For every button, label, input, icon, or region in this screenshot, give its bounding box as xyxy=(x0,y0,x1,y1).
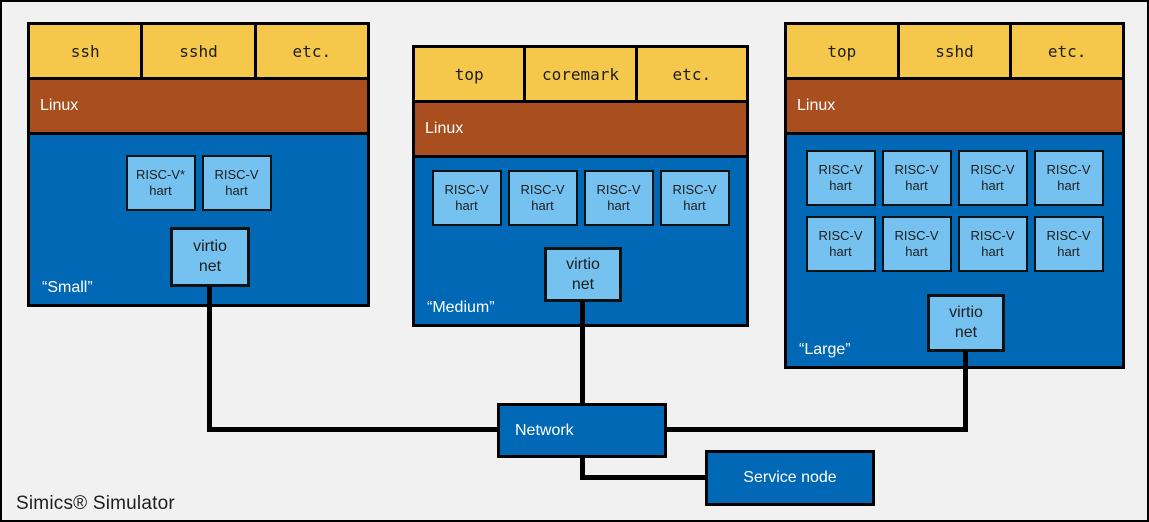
os-label: Linux xyxy=(40,97,79,114)
virtio-sublabel: net xyxy=(571,275,595,293)
virtio-net-box: virtio net xyxy=(927,294,1005,352)
hart-label: RISC-V* xyxy=(135,167,186,183)
virtio-net-box: virtio net xyxy=(170,227,250,287)
hart-sublabel: hart xyxy=(683,198,706,213)
hart-label: RISC-V xyxy=(894,228,939,244)
hart-label: RISC-V xyxy=(818,162,863,178)
hart-label: RISC-V xyxy=(818,228,863,244)
connector-line xyxy=(207,427,497,432)
connector-line xyxy=(963,351,968,432)
hart-label: RISC-V xyxy=(970,162,1015,178)
os-bar: Linux xyxy=(787,80,1122,132)
connector-line xyxy=(580,475,705,480)
connector-line xyxy=(207,286,212,432)
service-node-box: Service node xyxy=(705,450,875,506)
hart-sublabel: hart xyxy=(981,178,1004,193)
machine-name-label: “Large” xyxy=(799,341,851,358)
hart-sublabel: hart xyxy=(829,178,852,193)
network-label: Network xyxy=(515,421,574,439)
process-box-ssh: ssh xyxy=(30,25,141,77)
hart-sublabel: hart xyxy=(829,244,852,259)
hart-sublabel: hart xyxy=(149,183,172,198)
hart-label: RISC-V xyxy=(894,162,939,178)
diagram-title: Simics® Simulator xyxy=(16,493,175,514)
hart-sublabel: hart xyxy=(455,198,478,213)
hart-label: RISC-V xyxy=(596,182,641,198)
hart-sublabel: hart xyxy=(531,198,554,213)
os-bar: Linux xyxy=(415,103,746,155)
process-box-sshd: sshd xyxy=(143,25,254,77)
risc-v-hart-box: RISC-V*hart xyxy=(125,155,196,211)
os-label: Linux xyxy=(425,120,464,137)
hart-sublabel: hart xyxy=(905,178,928,193)
connector-line xyxy=(667,427,968,432)
process-box-sshd: sshd xyxy=(899,25,1010,77)
os-bar: Linux xyxy=(30,80,367,132)
process-box-top: top xyxy=(415,48,524,100)
hart-label: RISC-V xyxy=(672,182,717,198)
connector-line xyxy=(580,301,585,403)
hart-label: RISC-V xyxy=(520,182,565,198)
process-box-coremark: coremark xyxy=(526,48,635,100)
process-box-etc: etc. xyxy=(637,48,746,100)
virtio-net-box: virtio net xyxy=(544,247,622,302)
hart-label: RISC-V xyxy=(1046,228,1091,244)
virtio-sublabel: net xyxy=(198,258,222,275)
hart-sublabel: hart xyxy=(607,198,630,213)
process-box-top: top xyxy=(787,25,897,77)
hart-sublabel: hart xyxy=(905,244,928,259)
hart-label: RISC-V xyxy=(1046,162,1091,178)
hart-label: RISC-V xyxy=(970,228,1015,244)
hart-label: RISC-V xyxy=(444,182,489,198)
virtio-label: virtio xyxy=(566,255,600,273)
hart-label: RISC-V xyxy=(214,167,259,183)
connector-line xyxy=(580,458,585,480)
virtio-sublabel: net xyxy=(954,324,978,341)
network-box: Network xyxy=(497,403,667,458)
virtio-label: virtio xyxy=(193,238,227,255)
machine-name-label: “Small” xyxy=(42,279,93,296)
process-box-etc: etc. xyxy=(1012,25,1123,77)
process-box-etc: etc. xyxy=(256,25,367,77)
machine-name-label: “Medium” xyxy=(427,299,495,316)
os-label: Linux xyxy=(797,97,836,114)
service-node-label: Service node xyxy=(743,469,837,486)
virtio-label: virtio xyxy=(949,304,983,321)
hart-sublabel: hart xyxy=(1057,178,1080,193)
hart-sublabel: hart xyxy=(225,183,248,198)
hart-sublabel: hart xyxy=(1057,244,1080,259)
hart-sublabel: hart xyxy=(981,244,1004,259)
